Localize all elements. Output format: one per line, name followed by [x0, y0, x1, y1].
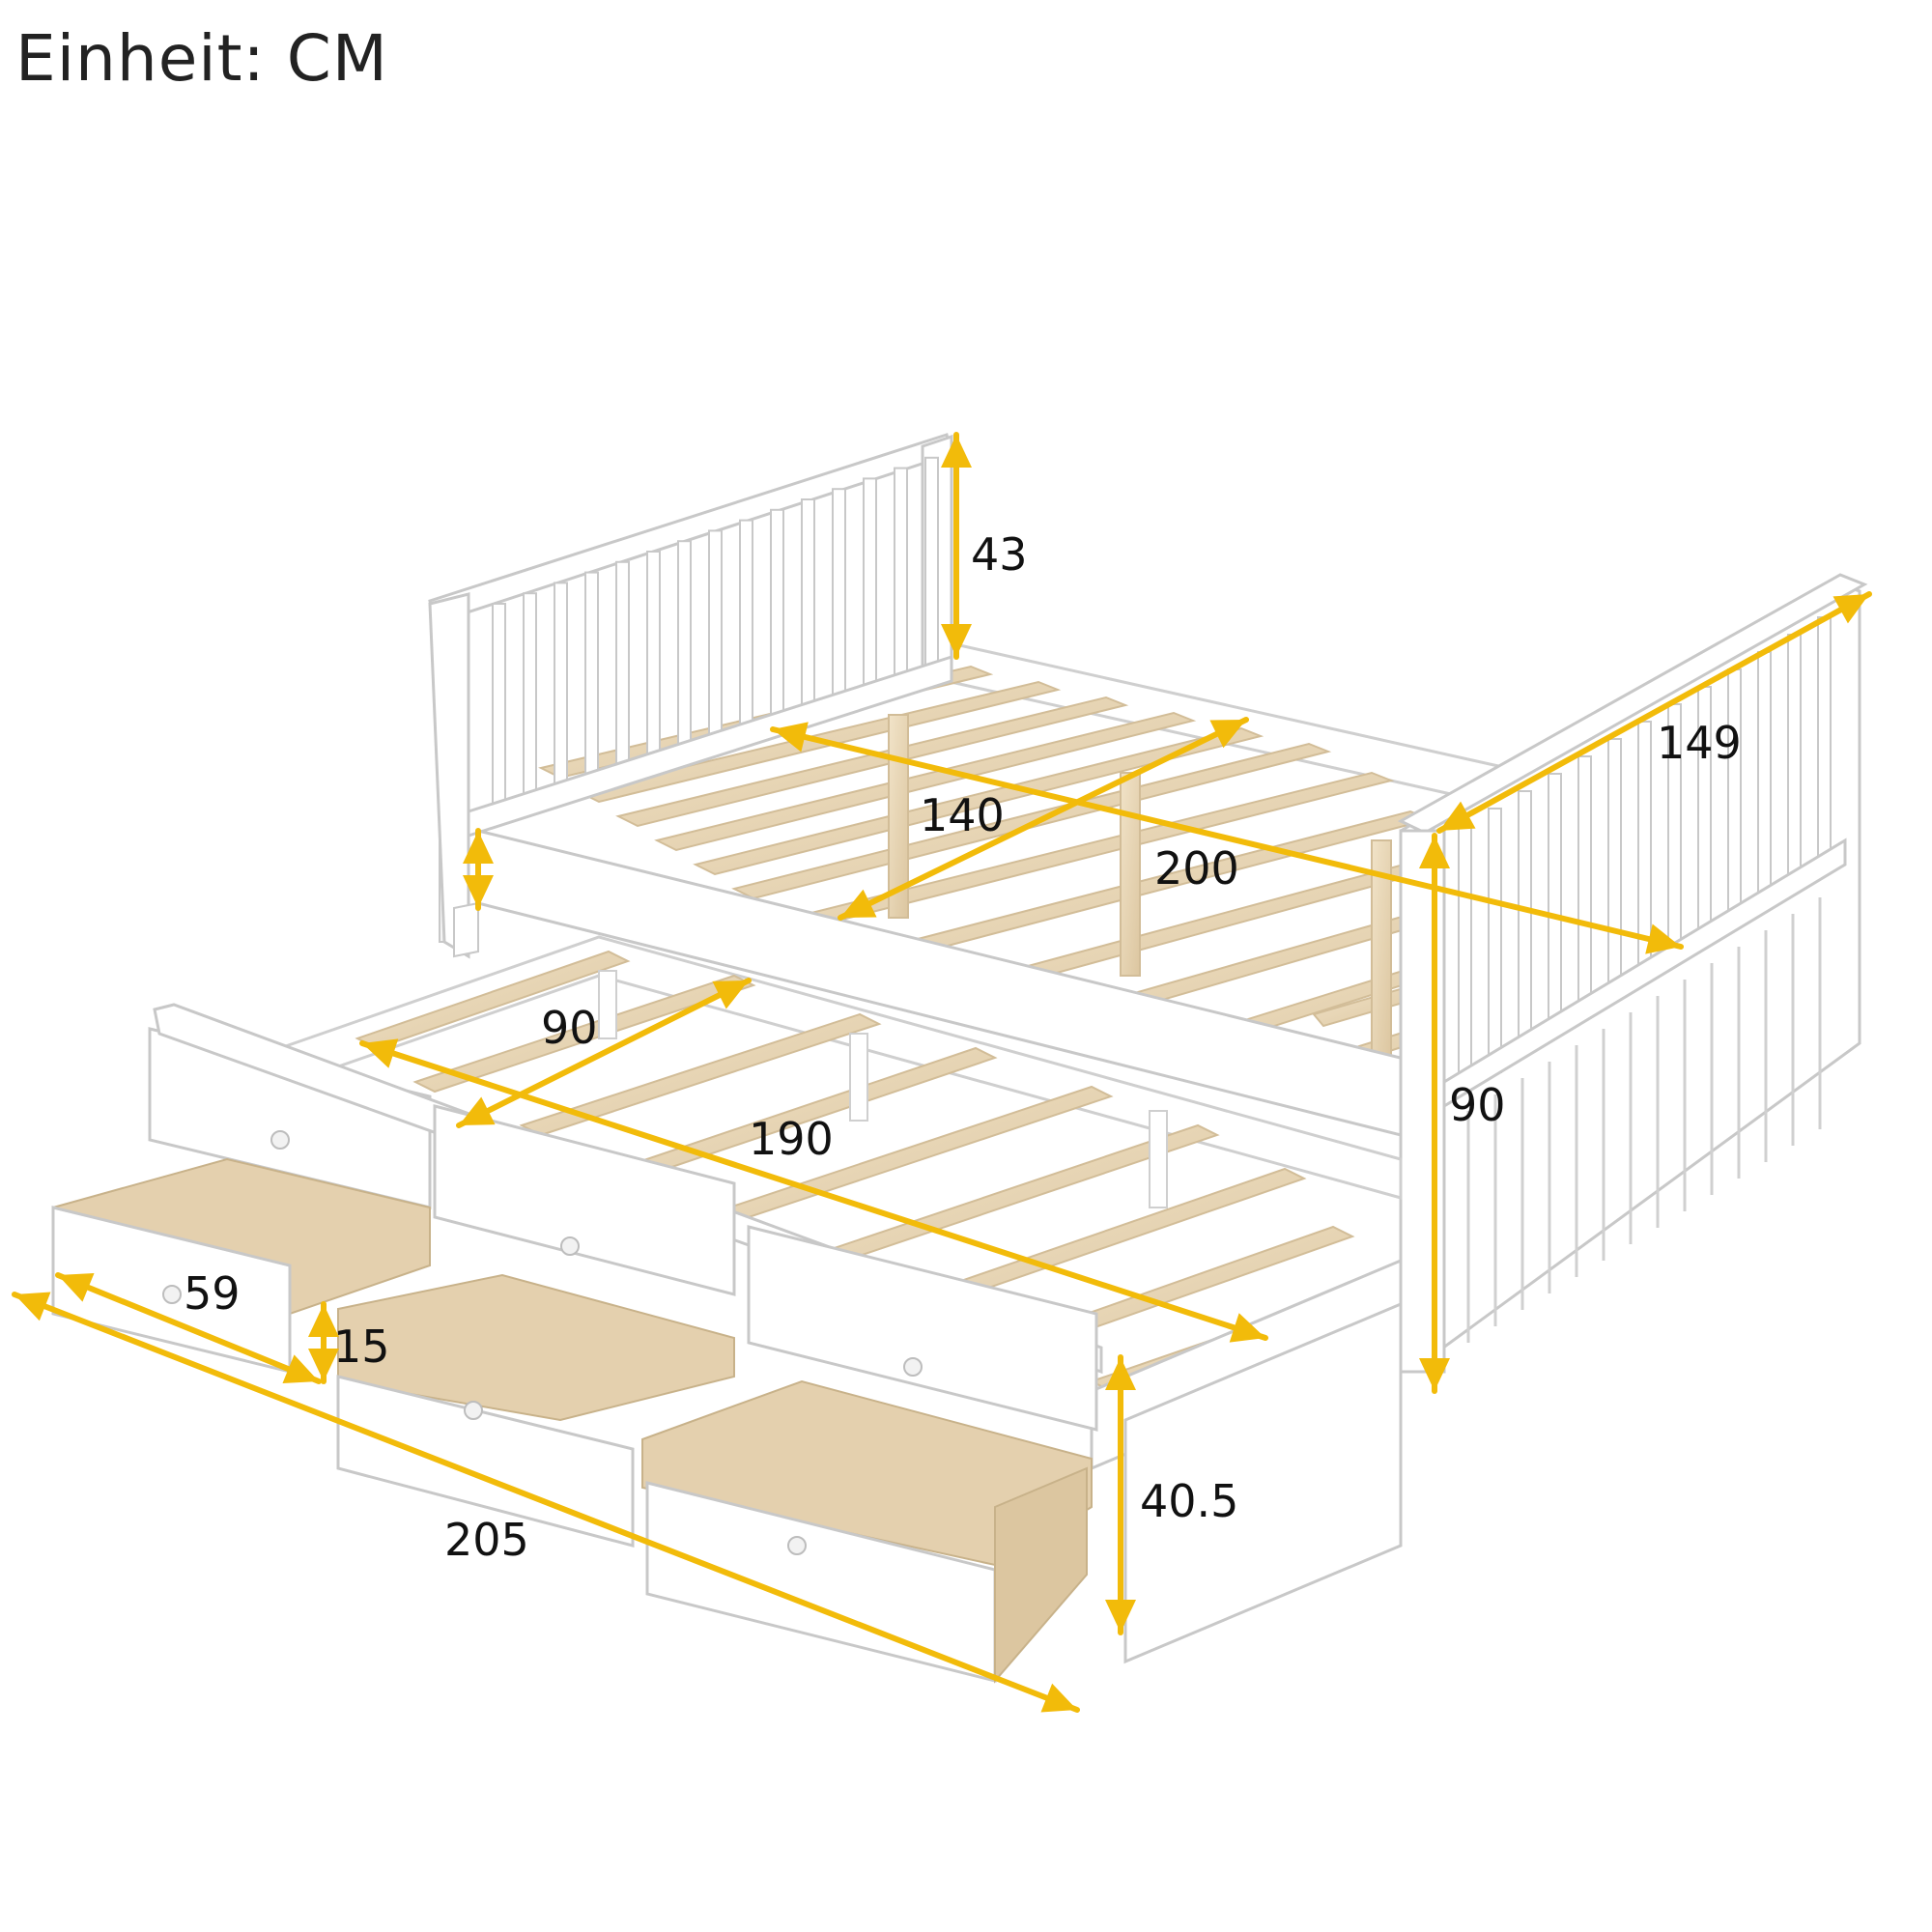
headboard-spindle	[554, 582, 568, 802]
headboard-spindle	[739, 519, 753, 739]
headboard-spindle	[801, 498, 815, 718]
headboard-spindle	[615, 560, 630, 781]
drawer-knobs	[162, 1130, 923, 1555]
footboard	[1397, 573, 1868, 1374]
dimension-arrow	[456, 978, 752, 1128]
dimension-arrow	[55, 1272, 322, 1384]
dimension-labels: 43 140 200 149 90 90 190 59 15 40.5 205	[184, 528, 1742, 1566]
dimension-arrow	[838, 717, 1249, 921]
dimension-arrow	[12, 1292, 1080, 1713]
drawer-knob[interactable]	[903, 1357, 923, 1377]
footboard-spindle	[1607, 738, 1622, 996]
dim-drawer-height: 15	[333, 1321, 390, 1373]
footboard-panels	[1466, 897, 1822, 1343]
footboard-spindle	[1458, 825, 1472, 1093]
dim-mattress-width: 140	[920, 789, 1005, 841]
footboard-spindle	[1727, 668, 1742, 919]
dimension-arrows	[12, 432, 1872, 1713]
dim-trundle-width: 90	[541, 1002, 598, 1054]
dim-bed-height: 90	[1449, 1079, 1506, 1131]
headboard-spindle	[492, 603, 506, 822]
headboard-spindles	[492, 456, 939, 822]
footboard-spindle	[1577, 755, 1592, 1015]
dim-trundle-height: 40.5	[1140, 1475, 1238, 1527]
dimension-arrow	[1105, 1354, 1136, 1635]
closed-drawer-fronts	[148, 1003, 1103, 1432]
headboard-spindle	[924, 456, 939, 676]
dim-trundle-length: 190	[749, 1113, 834, 1165]
headboard-spindle	[646, 551, 661, 770]
headboard-spindle	[677, 540, 692, 760]
drawer-knob[interactable]	[464, 1401, 483, 1420]
unit-label: Einheit: CM	[15, 21, 388, 96]
dimension-arrow	[770, 722, 1684, 954]
dimension-arrow	[308, 1301, 339, 1384]
drawer-knob[interactable]	[560, 1236, 580, 1256]
dimension-arrow	[359, 1038, 1268, 1343]
dimension-arrow	[941, 432, 972, 660]
headboard-spindle	[584, 571, 599, 791]
footboard-spindle	[1787, 634, 1802, 880]
dim-headboard-height: 43	[971, 528, 1028, 581]
headboard-spindle	[894, 467, 908, 687]
headboard	[428, 433, 953, 959]
dim-bed-width: 149	[1657, 717, 1742, 769]
headboard-spindle	[770, 508, 784, 728]
dim-drawer-width: 59	[184, 1267, 241, 1320]
footboard-spindle	[1518, 790, 1532, 1054]
main-bed	[428, 433, 1868, 1374]
dim-total-length: 205	[444, 1514, 529, 1566]
drawer-knob[interactable]	[162, 1285, 182, 1304]
dim-mattress-length: 200	[1154, 842, 1239, 895]
footboard-spindle	[1817, 616, 1832, 861]
open-drawers	[51, 1157, 1093, 1684]
footboard-spindle	[1488, 808, 1502, 1073]
dimension-arrow	[1419, 833, 1450, 1394]
headboard-spindle	[863, 477, 877, 697]
footboard-spindle	[1757, 651, 1772, 899]
dimension-arrow	[463, 828, 494, 911]
headboard-spindle	[523, 592, 537, 812]
dimension-arrow	[1436, 591, 1872, 834]
headboard-spindle	[832, 488, 846, 708]
headboard-spindle	[708, 529, 723, 750]
main-supports	[888, 714, 1392, 1064]
footboard-spindle	[1548, 773, 1562, 1035]
drawer-knob[interactable]	[787, 1536, 807, 1555]
drawer-knob[interactable]	[270, 1130, 290, 1150]
trundle-supports	[598, 970, 1168, 1208]
